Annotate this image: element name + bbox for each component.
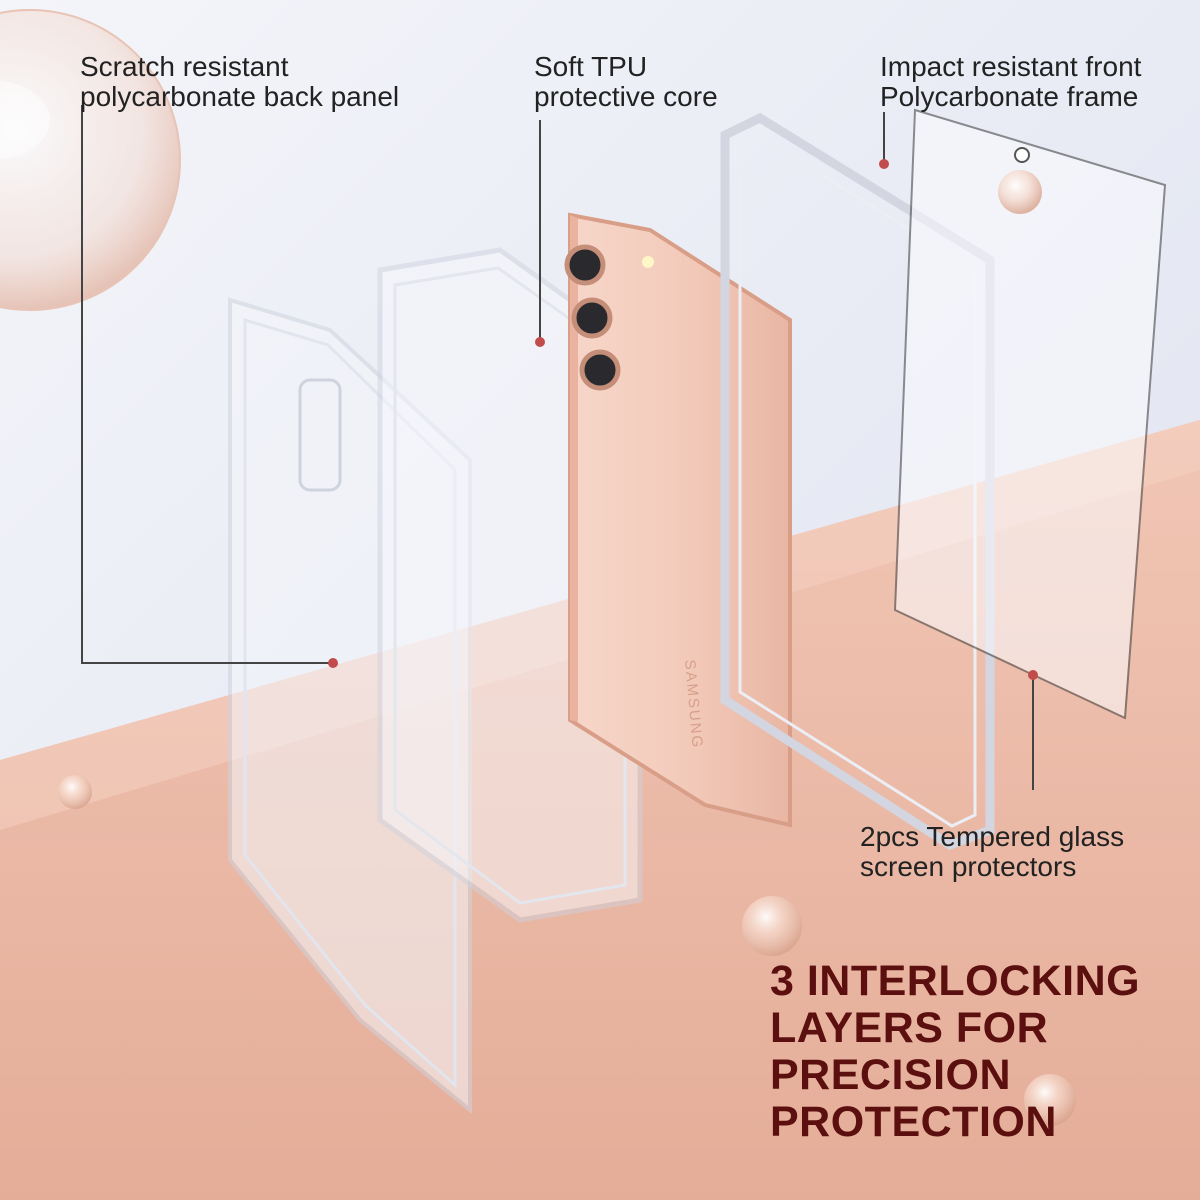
leader-line-back-panel [81,105,333,664]
headline-line1: 3 INTERLOCKING [770,957,1141,1005]
phone-illustration: SAMSUNG [564,212,792,828]
headline-line3: PRECISION [770,1051,1012,1099]
camera-lens-2 [571,297,613,339]
label-front-frame-line2: Polycarbonate frame [880,81,1139,112]
label-back-panel: Scratch resistant polycarbonate back pan… [80,52,399,112]
label-screen-protectors-line2: screen protectors [860,851,1077,882]
label-tpu-core: Soft TPU protective core [534,52,718,112]
label-tpu-core-line1: Soft TPU [534,51,648,82]
headline-line2: LAYERS FOR [770,1004,1049,1052]
camera-lens-3 [579,349,621,391]
small-bubble [998,170,1042,214]
label-back-panel-line1: Scratch resistant [80,51,289,82]
label-back-panel-line2: polycarbonate back panel [80,81,400,112]
small-bubble [58,775,92,809]
headline-line4: PROTECTION [770,1098,1057,1146]
front-frame-illustration [720,112,995,851]
label-screen-protectors-line1: 2pcs Tempered glass [860,821,1125,852]
small-bubble [742,896,802,956]
label-front-frame: Impact resistant front Polycarbonate fra… [880,52,1141,112]
camera-lens-1 [564,244,606,286]
headline: 3 INTERLOCKING LAYERS FOR PRECISION PROT… [770,958,1140,1146]
label-screen-protectors: 2pcs Tempered glass screen protectors [860,822,1124,882]
large-bubble [0,9,181,311]
label-front-frame-line1: Impact resistant front [880,51,1142,82]
label-tpu-core-line2: protective core [534,81,718,112]
screen-protector-illustration [893,108,1167,720]
small-bubble [1024,1074,1076,1126]
